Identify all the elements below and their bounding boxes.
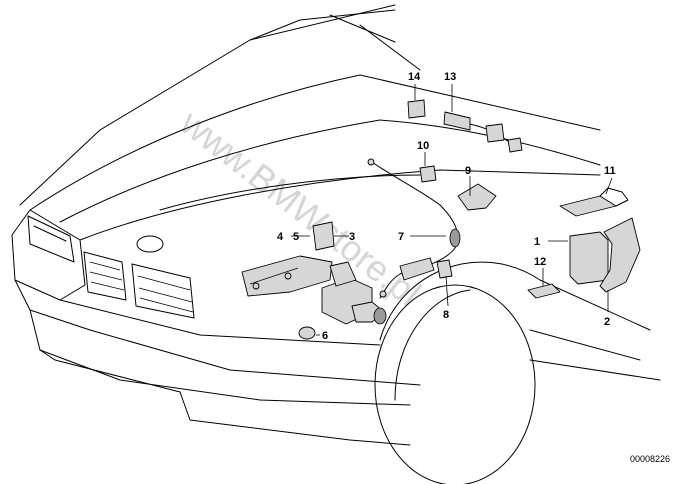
connector-part: [419, 165, 437, 183]
callout-1: 1: [534, 236, 540, 248]
small-connector: [527, 283, 561, 299]
mounting-bracket: [599, 217, 641, 293]
callout-7: 7: [398, 231, 404, 243]
leader-lines: [291, 84, 613, 336]
callout-3: 3: [349, 231, 355, 243]
vacuum-valve-assembly: [241, 255, 387, 325]
callout-5: 5: [293, 231, 299, 243]
callout-2: 2: [604, 316, 610, 328]
callout-4: 4: [277, 231, 284, 243]
relay-connector: [559, 187, 629, 217]
catalog-number: 00008226: [630, 454, 670, 464]
callout-13: 13: [444, 71, 456, 83]
callout-9: 9: [465, 165, 471, 177]
callout-14: 14: [408, 71, 421, 83]
callout-8: 8: [443, 309, 449, 321]
control-unit: [569, 231, 609, 285]
clip-part: [312, 221, 335, 251]
cable-bracket: [457, 183, 497, 211]
callouts: 14 13 10 9 11 7 4 5 3 1 12 8 2 6: [277, 71, 616, 342]
callout-12: 12: [534, 256, 546, 268]
nut-part: [298, 326, 316, 340]
grommet-part: [436, 259, 453, 279]
car-outline: [11, 4, 661, 484]
callout-11: 11: [604, 165, 616, 177]
callout-6: 6: [322, 330, 328, 342]
callout-10: 10: [417, 140, 429, 152]
throttle-cable: [367, 158, 461, 299]
wiring-harness-connector: [407, 99, 523, 153]
